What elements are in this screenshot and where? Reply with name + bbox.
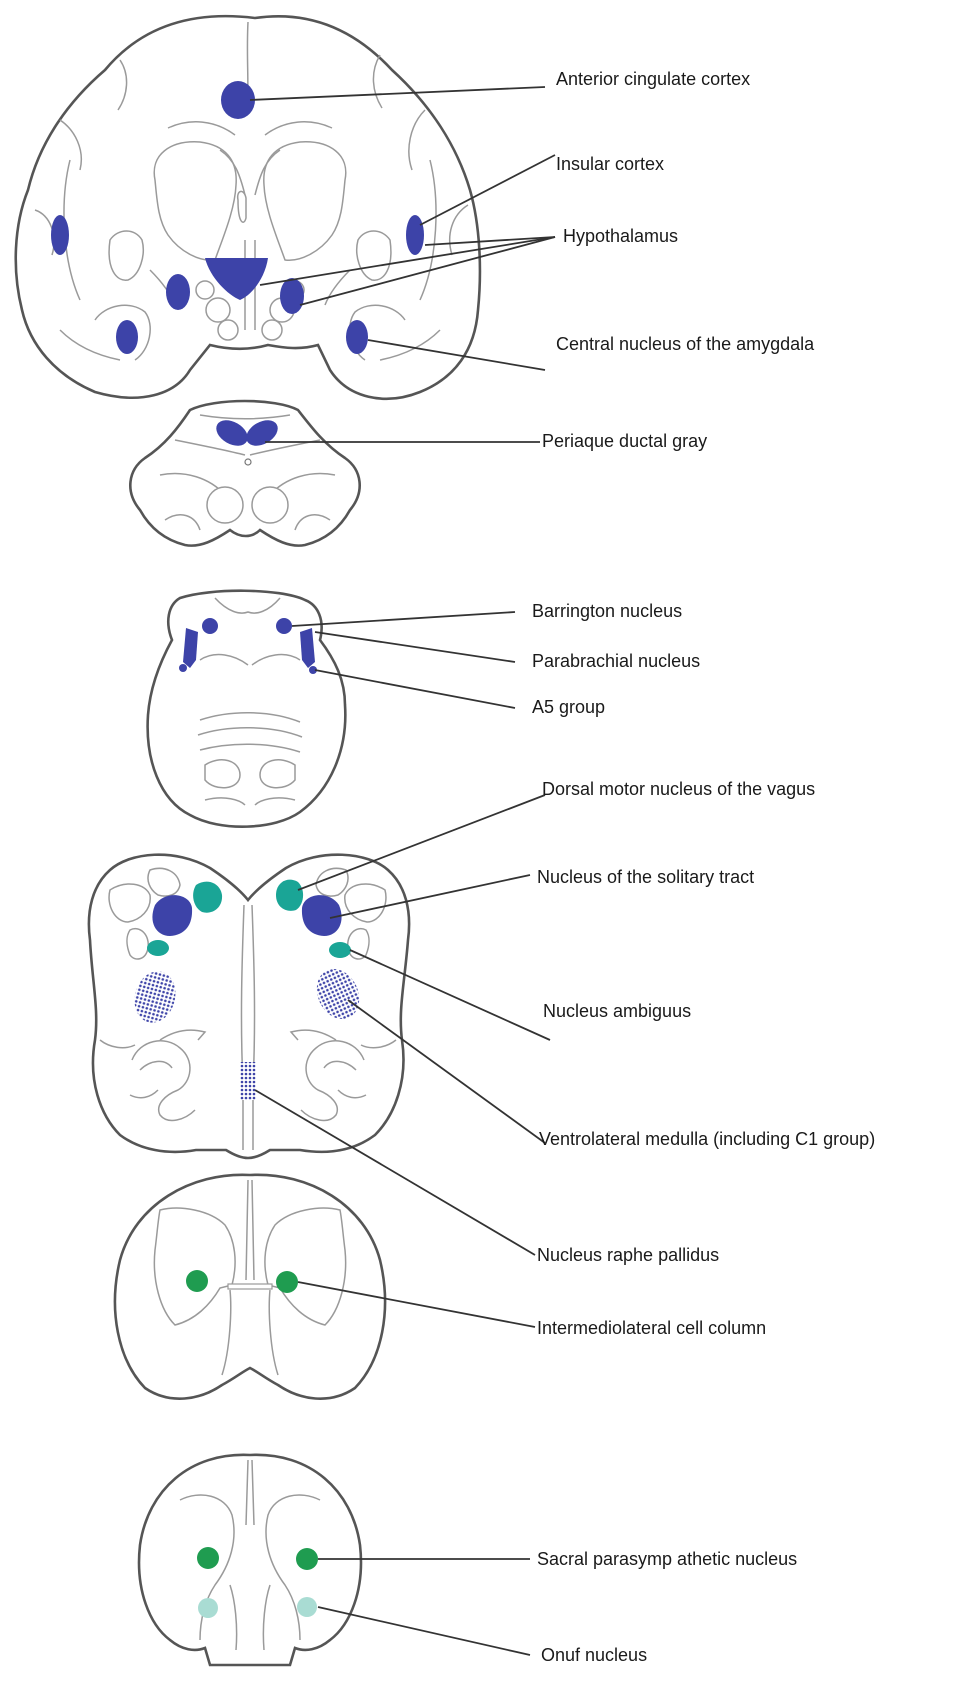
raphe-pallidus-marker (240, 1062, 256, 1100)
thoracic-cord-section (115, 1175, 385, 1399)
midbrain-section (130, 401, 359, 546)
label-ambiguus: Nucleus ambiguus (543, 1001, 691, 1021)
label-raphe: Nucleus raphe pallidus (537, 1245, 719, 1265)
label-barrington: Barrington nucleus (532, 601, 682, 621)
anterior-cingulate-marker (221, 81, 255, 119)
label-pag: Periaque ductal gray (542, 431, 707, 451)
label-sacral: Sacral parasymp athetic nucleus (537, 1549, 797, 1569)
onuf-marker-right (297, 1597, 317, 1617)
hypothalamus-marker-right (280, 278, 304, 314)
label-dmnv: Dorsal motor nucleus of the vagus (542, 779, 815, 799)
medulla-section (89, 855, 409, 1158)
insular-marker-left (51, 215, 69, 255)
leader-barrington (292, 612, 515, 626)
pons-section (148, 591, 346, 827)
ambiguus-marker-left (147, 940, 169, 956)
ambiguus-marker-right (329, 942, 351, 958)
label-insular: Insular cortex (556, 154, 664, 174)
label-iml: Intermediolateral cell column (537, 1318, 766, 1338)
forebrain-coronal-section (16, 16, 480, 399)
hypothalamus-marker-left (166, 274, 190, 310)
label-onuf: Onuf nucleus (541, 1645, 647, 1665)
a5-marker-left (179, 664, 187, 672)
label-amygdala: Central nucleus of the amygdala (556, 334, 814, 354)
leader-dmnv (298, 795, 545, 890)
label-nts: Nucleus of the solitary tract (537, 867, 754, 887)
dmnv-marker-right (276, 880, 303, 911)
insular-marker-right (406, 215, 424, 255)
iml-marker-left (186, 1270, 208, 1292)
label-anterior-cingulate: Anterior cingulate cortex (556, 69, 750, 89)
label-a5: A5 group (532, 697, 605, 717)
sacral-parasympathetic-marker-right (296, 1548, 318, 1570)
amygdala-marker-right (346, 320, 368, 354)
onuf-marker-left (198, 1598, 218, 1618)
label-vlm: Ventrolateral medulla (including C1 grou… (539, 1129, 875, 1149)
label-parabrachial: Parabrachial nucleus (532, 651, 700, 671)
amygdala-marker-left (116, 320, 138, 354)
barrington-marker-left (202, 618, 218, 634)
leader-onuf (318, 1607, 530, 1655)
sacral-parasympathetic-marker-left (197, 1547, 219, 1569)
barrington-marker-right (276, 618, 292, 634)
iml-marker-right (276, 1271, 298, 1293)
sacral-cord-section (139, 1455, 361, 1665)
label-hypothalamus: Hypothalamus (563, 226, 678, 246)
leader-parabrachial (315, 632, 515, 662)
dmnv-marker-left (193, 882, 222, 913)
